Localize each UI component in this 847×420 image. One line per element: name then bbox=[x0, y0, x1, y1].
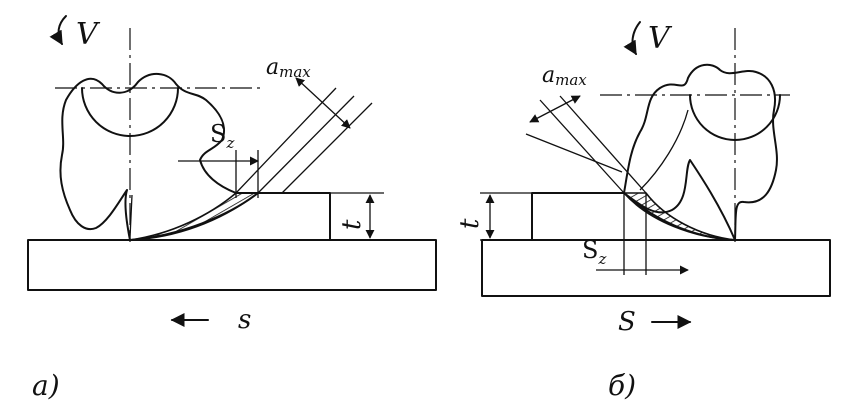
cutter-hub-a bbox=[81, 87, 179, 137]
amax-line2-a bbox=[257, 95, 355, 194]
amax-arrow-b bbox=[529, 95, 581, 123]
cutting-arc-a bbox=[129, 192, 259, 241]
raised-layer-a bbox=[235, 192, 331, 241]
amax-label-b: amax bbox=[542, 63, 587, 89]
figure-b: amax Sz t V S б) bbox=[455, 21, 831, 402]
sz-label-a: Sz bbox=[210, 120, 234, 152]
amax-arrow-a bbox=[295, 77, 351, 129]
amax-line1-a bbox=[235, 87, 337, 194]
caption-a: a) bbox=[32, 369, 60, 402]
sz-label-b: Sz bbox=[582, 236, 606, 268]
figure-a: Sz amax t V s a) bbox=[27, 15, 437, 402]
cutter-hub-b bbox=[689, 94, 781, 141]
depth-label-a: t bbox=[337, 219, 367, 230]
rotation-arrow-b bbox=[623, 21, 641, 56]
raised-layer-b bbox=[531, 192, 625, 241]
rotation-arrow-a bbox=[49, 15, 67, 46]
chip-a bbox=[129, 192, 261, 241]
cutter-body-b bbox=[623, 63, 778, 241]
workpiece-b bbox=[481, 239, 831, 297]
velocity-label-b: V bbox=[648, 21, 673, 56]
amax-line3-b bbox=[525, 133, 623, 173]
amax-line3-a bbox=[281, 102, 373, 194]
cutting-arc-b bbox=[623, 192, 736, 241]
feed-label-b: S bbox=[618, 307, 636, 337]
amax-label-a: amax bbox=[266, 55, 311, 81]
amax-line1-b bbox=[539, 99, 625, 194]
velocity-label-a: V bbox=[76, 17, 101, 52]
depth-label-b: t bbox=[455, 218, 485, 229]
cutter-groove-b bbox=[639, 109, 689, 191]
caption-b: б) bbox=[608, 369, 636, 402]
feed-label-a: s bbox=[238, 305, 251, 335]
chip-b bbox=[622, 192, 736, 241]
amax-line2-b bbox=[559, 95, 647, 194]
cutter-body-a bbox=[59, 73, 237, 241]
workpiece-a bbox=[27, 239, 437, 291]
cutter-tooth-a bbox=[129, 194, 133, 239]
